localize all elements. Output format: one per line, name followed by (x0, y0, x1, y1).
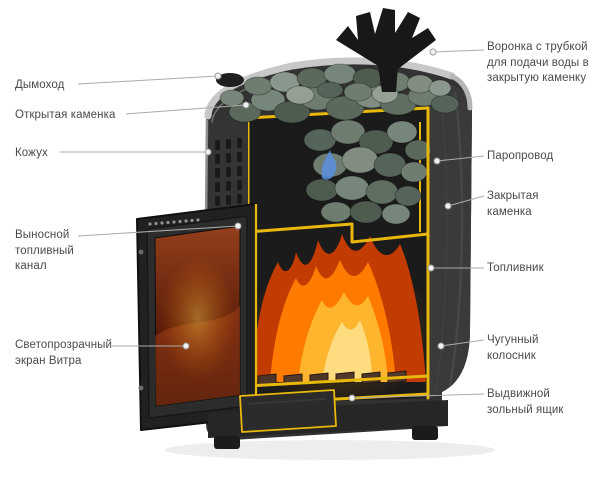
ground-shadow (165, 440, 495, 460)
leader-dot (204, 148, 212, 156)
top-stones (219, 63, 460, 124)
door-hinge-top (138, 249, 144, 255)
closed-heater-stones (303, 119, 432, 225)
leader-dot (437, 342, 445, 350)
label-ash-drawer: Выдвижной зольный ящик (487, 388, 564, 416)
stove-door (136, 203, 258, 431)
chimney-opening (216, 73, 244, 87)
label-closed-heater: Закрытая каменка (487, 190, 539, 218)
fire-flames (245, 234, 435, 405)
casing-left-face (204, 112, 248, 223)
leader-dot (429, 48, 437, 56)
leader-dot (214, 72, 222, 80)
door-hinge-bottom (138, 385, 144, 391)
label-firebox: Топливник (487, 262, 544, 274)
label-casing: Кожух (15, 147, 48, 159)
leader-dot (427, 264, 435, 272)
leader-lines (60, 48, 485, 402)
label-fuel-channel: Выносной топливный канал (15, 229, 74, 273)
label-chimney: Дымоход (15, 79, 65, 91)
leader-dot (242, 101, 250, 109)
label-cast-grate: Чугунный колосник (487, 334, 539, 362)
label-water-funnel: Воронка с трубкой для подачи воды в закр… (487, 41, 589, 85)
leg-left (214, 436, 240, 449)
label-open-heater: Открытая каменка (15, 109, 116, 121)
blue-flame (321, 150, 337, 180)
label-glass-screen: Светопрозрачный экран Витра (15, 339, 113, 367)
leader-dot (234, 222, 242, 230)
door-vent-holes (148, 218, 200, 226)
leader-dots (182, 48, 452, 402)
leader-dot (182, 342, 190, 350)
stove-base (208, 389, 448, 449)
label-steam-pipe: Паропровод (487, 150, 554, 162)
leader-dot (348, 394, 356, 402)
leader-dot (433, 157, 441, 165)
vent-grid (215, 138, 242, 206)
water-funnel (336, 8, 436, 92)
ash-drawer-front (239, 389, 337, 433)
leader-dot (444, 202, 452, 210)
leg-right (412, 426, 438, 440)
